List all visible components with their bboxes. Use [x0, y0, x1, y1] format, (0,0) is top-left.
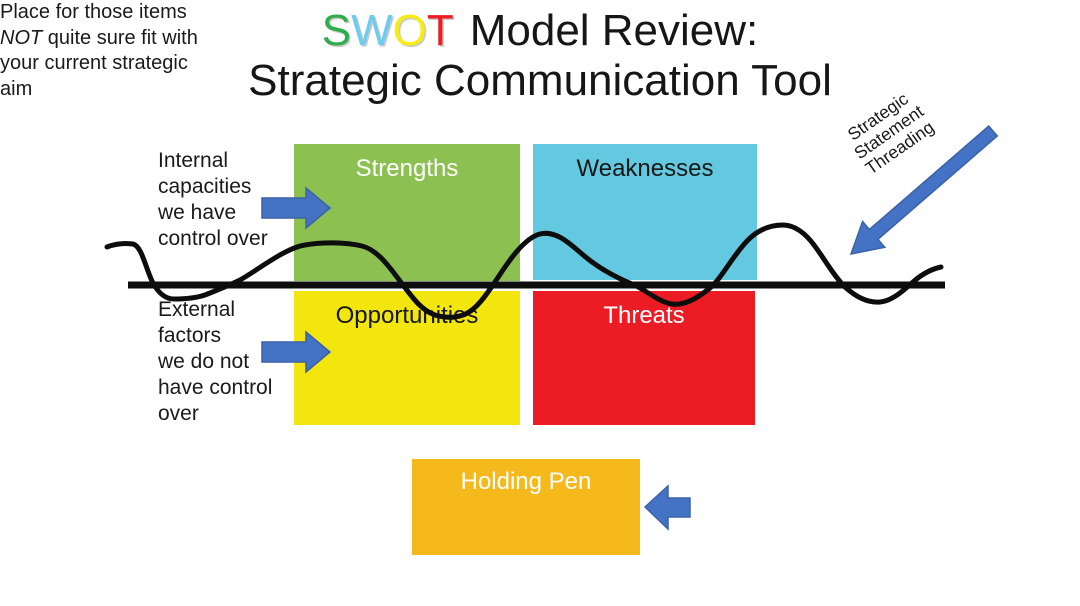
- quadrant-weaknesses: Weaknesses: [533, 144, 757, 280]
- swot-letter-s: S: [321, 6, 352, 55]
- holding-note-line-4: aim: [0, 77, 33, 100]
- holding-note-line-3: your current strategic: [0, 52, 188, 74]
- internal-factors-note: Internal capacities we have control over: [158, 149, 268, 250]
- strengths-label: Strengths: [355, 155, 459, 182]
- external-factors-note: External factors we do not have control …: [158, 298, 273, 425]
- holding-note-line-1: Place for those items: [0, 1, 187, 23]
- quadrant-threats: Threats: [533, 291, 755, 425]
- title-line-1: SWOT Model Review:: [0, 6, 1080, 56]
- slide-title: SWOT Model Review: Strategic Communicatio…: [0, 6, 1080, 106]
- swot-letter-w: W: [351, 6, 393, 55]
- title-line-2: Strategic Communication Tool: [248, 56, 832, 105]
- holding-arrow-left-icon: [643, 484, 691, 531]
- swot-letter-o: O: [392, 6, 427, 55]
- external-arrow-right-icon: [261, 330, 332, 374]
- swot-letter-t: T: [426, 6, 454, 55]
- holding-note-line-2-rest: quite sure fit with: [42, 26, 198, 49]
- threats-label: Threats: [603, 302, 685, 329]
- title-line-1-text: Model Review:: [469, 6, 759, 55]
- holding-pen-label: Holding Pen: [460, 468, 592, 495]
- quadrant-strengths: Strengths: [294, 144, 520, 281]
- holding-pen-box: Holding Pen: [412, 459, 640, 555]
- quadrant-opportunities: Opportunities: [294, 291, 520, 425]
- threading-arrow-diagonal-icon: [849, 125, 999, 255]
- holding-pen-note: Place for those items NOT quite sure fit…: [0, 0, 1080, 102]
- holding-note-not-emphasis: NOT: [0, 26, 43, 49]
- holding-note-line-2: NOT quite sure fit with: [0, 26, 1080, 52]
- internal-arrow-right-icon: [261, 186, 332, 230]
- wave-line: [104, 222, 944, 320]
- weaknesses-label: Weaknesses: [576, 155, 714, 182]
